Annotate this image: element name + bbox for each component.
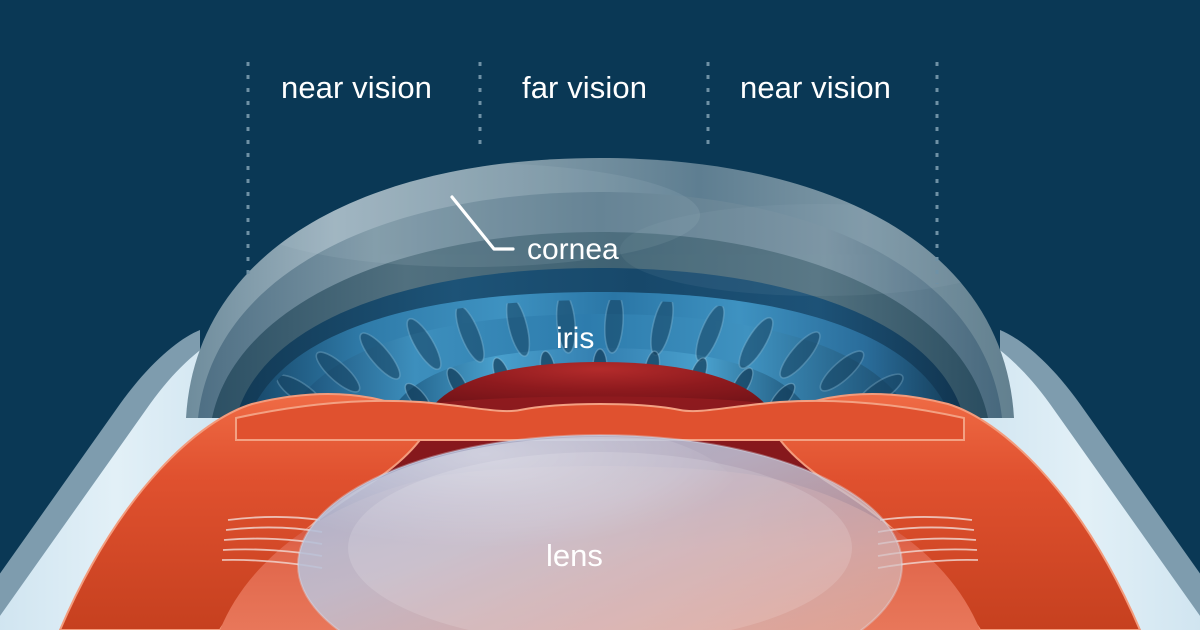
sclera-group: [0, 330, 1200, 630]
zone-label-near-vision-left: near vision: [281, 70, 433, 105]
sclera-right: [960, 332, 1200, 630]
sclera-left: [0, 332, 240, 630]
zone-label-near-vision-right: near vision: [740, 70, 892, 105]
part-label-cornea: cornea: [527, 233, 619, 266]
part-label-lens: lens: [546, 538, 603, 573]
zone-label-far-vision: far vision: [522, 70, 648, 105]
part-label-iris: iris: [556, 322, 595, 355]
cornea-leader-line: [450, 195, 515, 251]
divider-lines-group: [246, 62, 939, 284]
lens-group: [297, 434, 903, 630]
iris-root-band: [235, 399, 965, 441]
lens-capsule: [297, 434, 903, 630]
